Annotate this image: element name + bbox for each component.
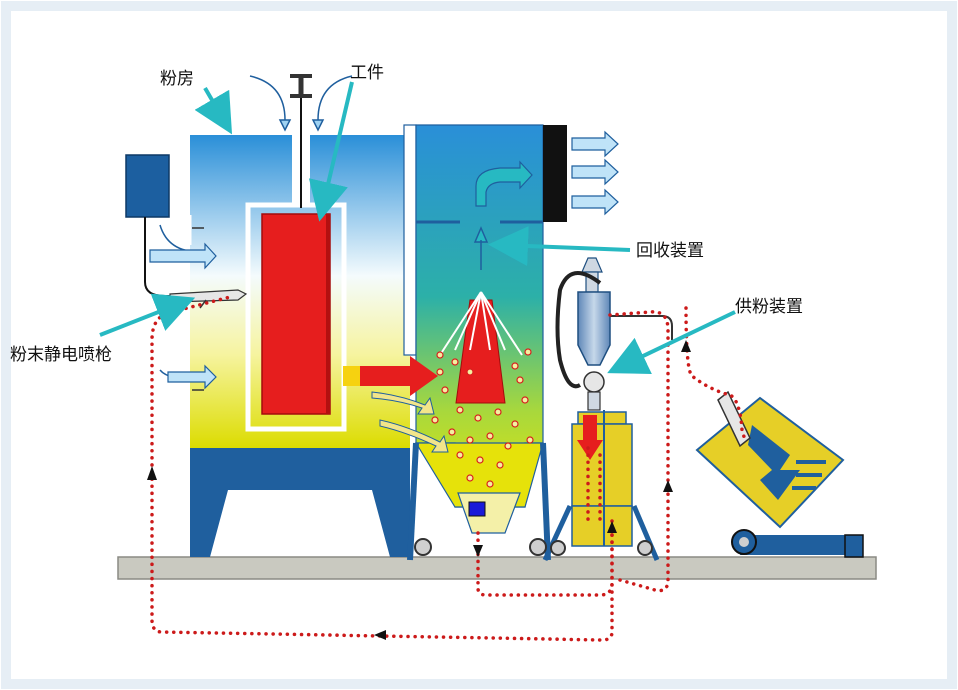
cyclone	[577, 291, 611, 366]
workpiece	[261, 213, 331, 415]
label-workpiece: 工件	[350, 63, 384, 83]
exhaust-arrow-icon	[571, 130, 619, 216]
label-powder-supply-device: 供粉装置	[735, 297, 803, 317]
label-powder-room: 粉房	[160, 69, 194, 89]
wheel-icon	[637, 540, 653, 556]
label-pointers	[99, 81, 736, 374]
powder-recirculation-path	[150, 295, 747, 642]
air-flow-arrow-icon	[473, 160, 533, 270]
label-recovery-device: 回收装置	[636, 241, 704, 261]
air-flow-arrow-icon	[149, 224, 217, 390]
wheel-icon	[550, 540, 566, 556]
flow-direction-arrow-icon	[147, 340, 691, 640]
powder-supply-device	[542, 257, 673, 562]
floor	[117, 556, 877, 580]
wheel-icon	[414, 538, 432, 556]
wheel-icon	[529, 538, 547, 556]
powder-spray-zone	[343, 291, 534, 488]
supply-hopper	[571, 423, 633, 507]
air-flow-arrow-icon	[249, 75, 353, 132]
control-box	[125, 154, 170, 218]
booth-legs	[190, 448, 410, 557]
exhaust-fan	[543, 125, 567, 222]
label-spray-gun: 粉末静电喷枪	[10, 345, 112, 365]
workpiece-frame	[245, 202, 347, 432]
